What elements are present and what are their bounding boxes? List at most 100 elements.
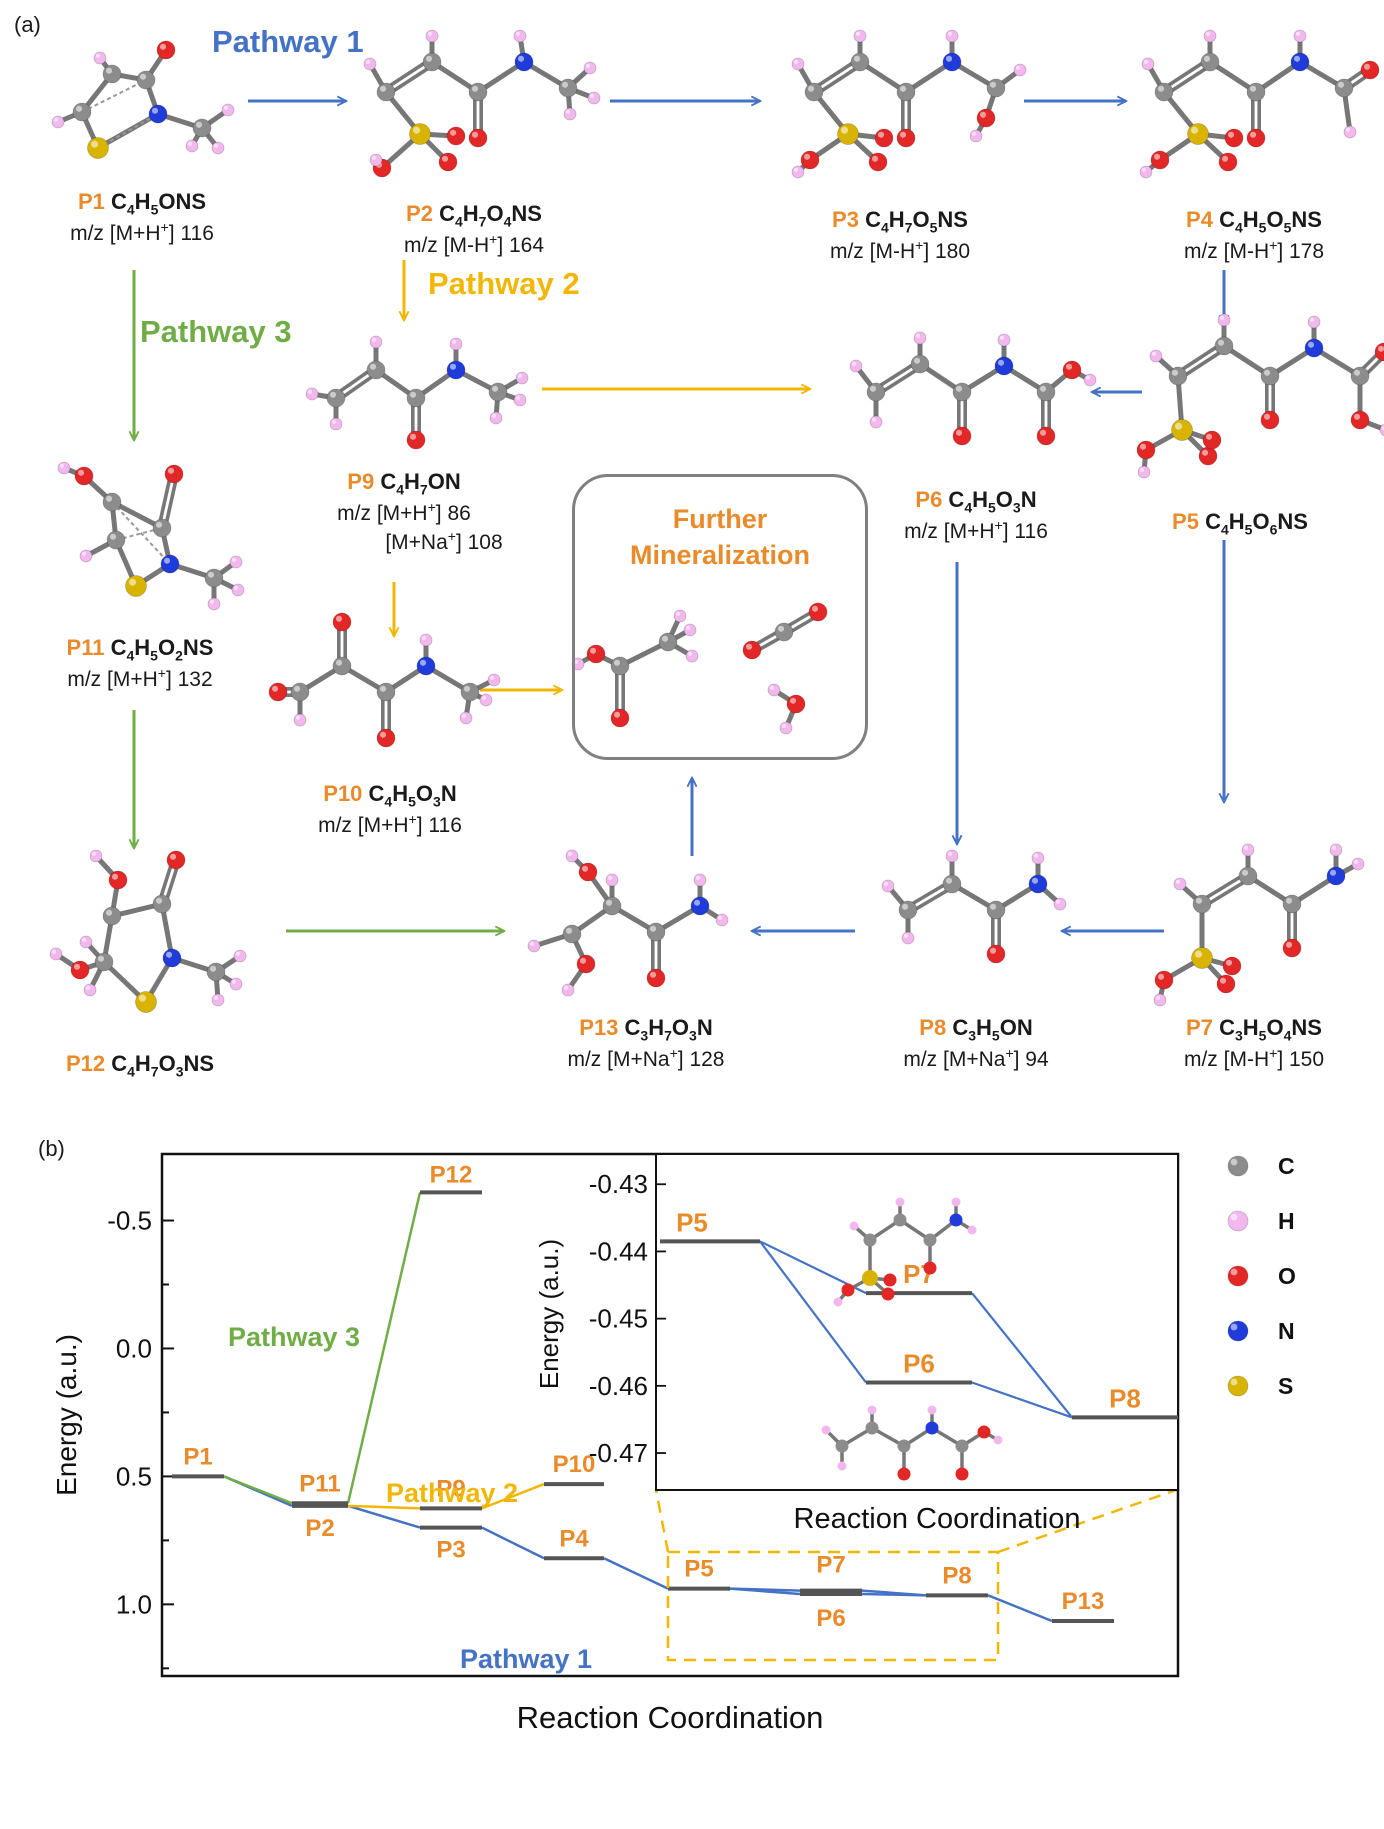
- atom: [1149, 349, 1163, 363]
- atom-highlight: [105, 495, 113, 502]
- atom-highlight: [461, 713, 467, 718]
- pathway2-chart-label: Pathway 2: [386, 1478, 518, 1508]
- atom-highlight: [59, 463, 65, 468]
- molecule-p7: [1153, 843, 1365, 1007]
- atom: [152, 518, 172, 538]
- bond: [430, 59, 480, 95]
- product-id: P6: [915, 487, 949, 512]
- atom: [1202, 430, 1222, 450]
- atom-highlight: [85, 985, 91, 990]
- connector-p8-p13: [987, 1594, 1053, 1623]
- atom-highlight: [1175, 879, 1181, 884]
- atom: [896, 82, 916, 102]
- atom-highlight: [1243, 845, 1249, 850]
- atom: [57, 461, 71, 475]
- atom-highlight: [331, 419, 337, 424]
- atom-highlight: [491, 385, 499, 392]
- molecule-p1: [51, 40, 235, 159]
- script-text: +: [408, 811, 417, 828]
- atom: [1217, 313, 1231, 327]
- product-id: P10: [323, 781, 369, 806]
- atom-highlight: [793, 59, 799, 64]
- bond: [814, 63, 863, 97]
- legend-label: H: [1278, 1208, 1295, 1234]
- inset-level-label-p6: P6: [903, 1348, 935, 1378]
- atom: [1350, 410, 1370, 430]
- atom: [192, 118, 212, 138]
- atom: [49, 947, 63, 961]
- atom: [207, 597, 221, 611]
- level-label-p8: P8: [942, 1562, 971, 1589]
- atom-highlight: [231, 979, 237, 984]
- atom: [514, 52, 534, 72]
- atom: [329, 417, 343, 431]
- atom-highlight: [901, 903, 909, 910]
- atom-highlight: [491, 413, 497, 418]
- atom-highlight: [409, 433, 417, 440]
- connector-p2-p9: [347, 1504, 421, 1510]
- atom: [804, 82, 824, 102]
- atom: [160, 554, 180, 574]
- script-text: 5: [150, 201, 159, 218]
- atom: [993, 1435, 1003, 1445]
- molecule-p2: [363, 29, 601, 178]
- atom: [841, 1283, 855, 1297]
- atom-highlight: [53, 117, 59, 122]
- atom: [369, 153, 383, 167]
- atom: [986, 900, 1006, 920]
- legend-label: O: [1278, 1263, 1296, 1289]
- mz-value: m/z [M+Na+] 94: [903, 1045, 1049, 1072]
- atom: [646, 922, 666, 942]
- atom-highlight: [449, 363, 457, 370]
- atom: [1282, 894, 1302, 914]
- atom-highlight: [1174, 422, 1183, 430]
- bond: [908, 885, 955, 915]
- atom: [1203, 29, 1217, 43]
- script-text: 7: [904, 219, 913, 236]
- atom: [72, 102, 92, 122]
- level-label-p6: P6: [816, 1605, 845, 1632]
- mz-value: m/z [M+H+] 116: [904, 517, 1048, 544]
- connector-p2-p3: [347, 1504, 421, 1529]
- script-text: 4: [126, 647, 135, 664]
- mz-value: m/z [M+H+] 132: [67, 665, 213, 692]
- legend-item-h: H: [1227, 1208, 1295, 1234]
- panel-a-label: (a): [14, 12, 41, 37]
- atom-highlight: [840, 126, 849, 134]
- level-label-p7: P7: [816, 1552, 845, 1579]
- level-label-p9: P9: [436, 1475, 465, 1502]
- bond: [476, 59, 526, 95]
- atom: [438, 152, 458, 172]
- atom: [1282, 938, 1302, 958]
- bond: [1199, 871, 1248, 903]
- level-label-p13: P13: [1062, 1588, 1105, 1615]
- bond: [811, 57, 860, 91]
- atom-highlight: [589, 93, 595, 98]
- product-label: P9 C4H7ON: [254, 468, 554, 499]
- atom: [406, 430, 426, 450]
- atom-highlight: [913, 357, 921, 364]
- atom: [881, 879, 895, 893]
- atom-highlight: [945, 877, 953, 884]
- atom: [1141, 57, 1155, 71]
- atom: [369, 335, 383, 349]
- atom: [1246, 128, 1266, 148]
- script-text: 5: [1258, 1027, 1267, 1044]
- atom-highlight: [581, 865, 589, 872]
- mz-value: m/z [M+H+] 86: [337, 499, 471, 526]
- atom-highlight: [163, 557, 171, 564]
- legend-label: S: [1278, 1373, 1293, 1399]
- script-text: 5: [1244, 521, 1253, 538]
- level-label-p5: P5: [684, 1556, 713, 1583]
- product-label: P12 C4H7O3NS: [0, 1050, 290, 1081]
- zoom-line-right: [997, 1488, 1177, 1554]
- inset-frame: [655, 1153, 1179, 1491]
- atom: [883, 1273, 897, 1287]
- atom: [1173, 877, 1187, 891]
- atom-highlight: [955, 429, 963, 436]
- molecule-p10: [268, 612, 501, 748]
- atom-highlight: [1203, 55, 1211, 62]
- atom-highlight: [693, 899, 701, 906]
- atom: [488, 382, 508, 402]
